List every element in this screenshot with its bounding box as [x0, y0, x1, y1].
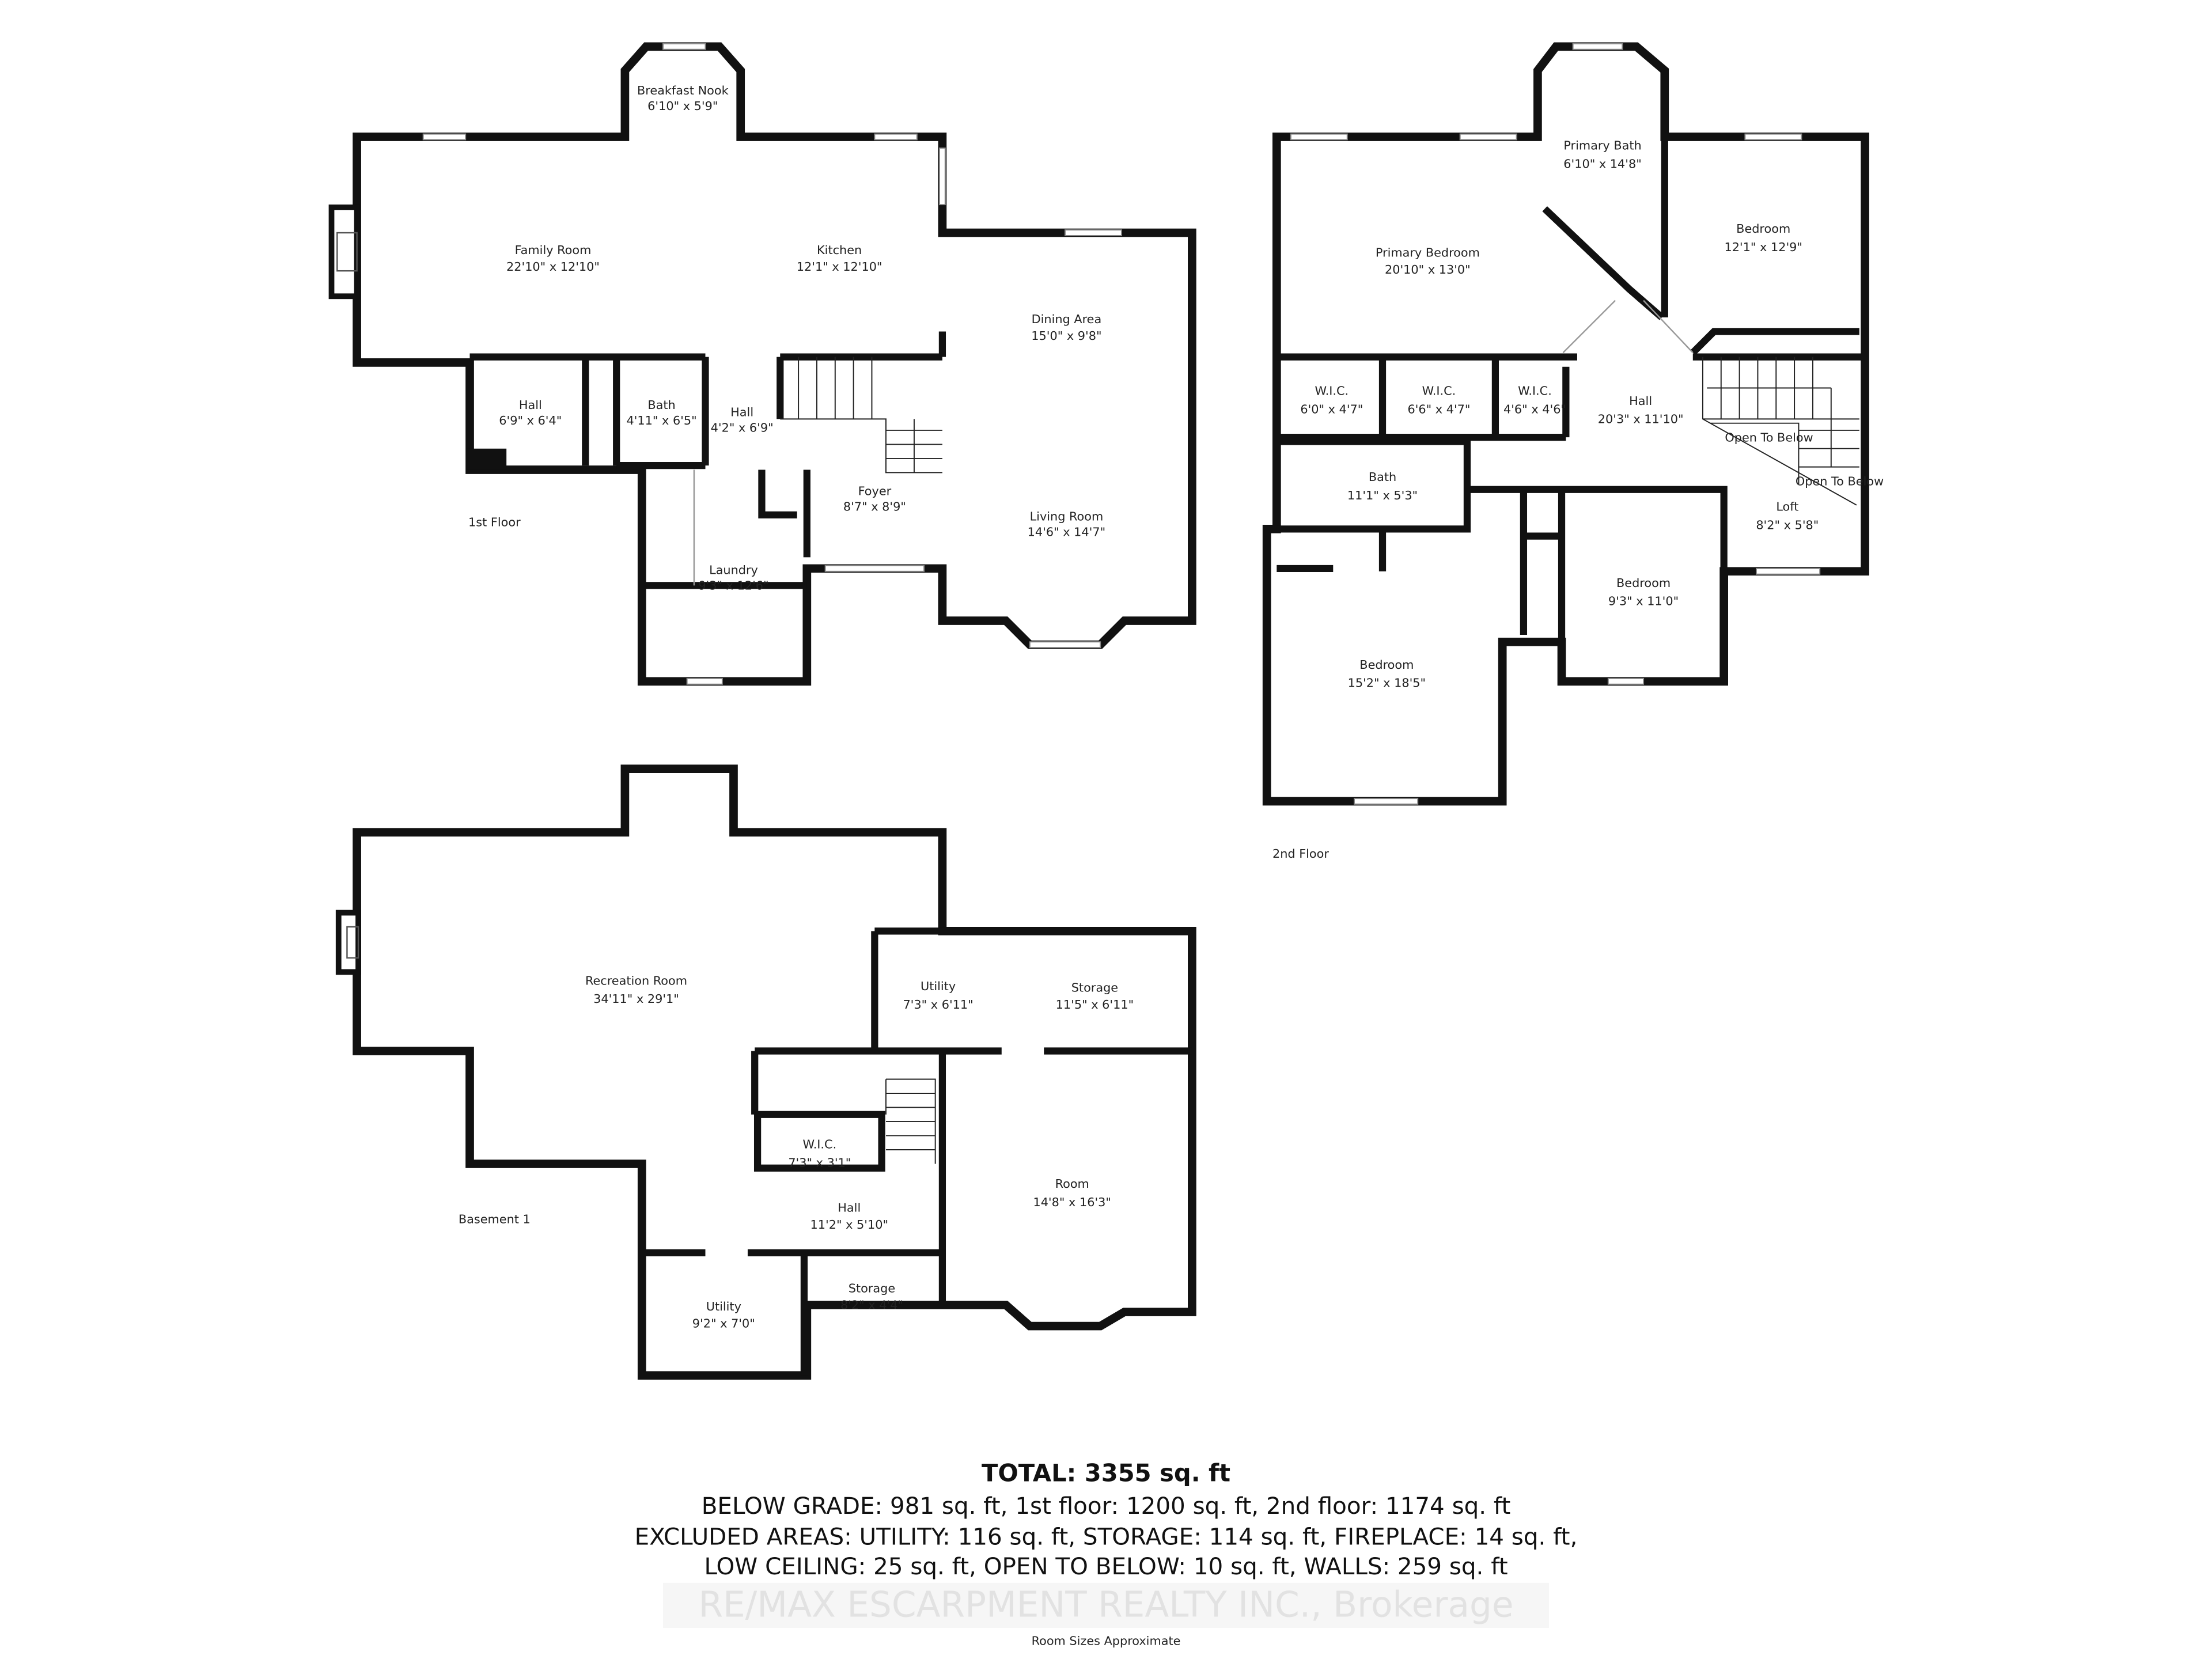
floor-label: Basement 1: [459, 1212, 531, 1226]
room-name: Utility: [921, 979, 956, 993]
room-name: Storage: [849, 1281, 895, 1295]
area-breakdown: BELOW GRADE: 981 sq. ft, 1st floor: 1200…: [702, 1492, 1511, 1520]
room-name: W.I.C.: [803, 1137, 837, 1151]
room-size: 22'10" x 12'10": [506, 260, 600, 274]
room-name: Hall: [1629, 394, 1652, 408]
room-name: Bath: [1369, 470, 1396, 484]
room-name: Hall: [730, 405, 753, 419]
room-size: 4'11" x 6'5": [626, 414, 696, 427]
open-to-below-label: Open To Below: [1725, 431, 1813, 445]
total-area: TOTAL: 3355 sq. ft: [982, 1459, 1230, 1487]
room-name: Bedroom: [1736, 222, 1790, 236]
room-name: Family Room: [515, 243, 592, 257]
room-size: 34'11" x 29'1": [593, 992, 679, 1006]
room-name: Bedroom: [1359, 658, 1414, 672]
room-size: 6'6" x 4'7": [1407, 403, 1470, 416]
room-name: W.I.C.: [1422, 384, 1456, 398]
second-floor-plan: Primary Bath 6'10" x 14'8" Primary Bedro…: [1262, 42, 1884, 861]
room-size: 15'2" x 18'5": [1348, 676, 1426, 690]
open-to-below-label: Open To Below: [1796, 474, 1884, 488]
excluded-areas: EXCLUDED AREAS: UTILITY: 116 sq. ft, STO…: [635, 1523, 1578, 1551]
room-name: Hall: [519, 398, 542, 412]
floor-label: 2nd Floor: [1272, 847, 1329, 861]
room-size: 4'6" x 4'6": [1503, 403, 1566, 416]
room-size: 6'10" x 5'9": [647, 99, 718, 113]
room-name: Primary Bath: [1563, 139, 1641, 153]
room-size: 7'3" x 3'1": [788, 1156, 851, 1169]
first-floor-plan: Breakfast Nook 6'10" x 5'9" Family Room …: [328, 42, 1196, 686]
disclaimer-note: Room Sizes Approximate: [1032, 1634, 1181, 1648]
room-size: 8'2" x 4'4": [840, 1298, 903, 1312]
room-name: Dining Area: [1032, 312, 1102, 326]
room-size: 12'1" x 12'10": [797, 260, 882, 274]
room-name: Living Room: [1030, 510, 1104, 524]
room-name: Primary Bedroom: [1376, 246, 1480, 260]
room-size: 11'5" x 6'11": [1056, 998, 1134, 1012]
room-size: 8'2" x 5'8": [1756, 518, 1819, 532]
room-name: Breakfast Nook: [637, 84, 729, 97]
basement-plan: Recreation Room 34'11" x 29'1" Utility 7…: [335, 764, 1196, 1380]
room-name: Foyer: [858, 484, 892, 498]
room-name: Hall: [838, 1201, 861, 1215]
room-size: 12'1" x 12'9": [1724, 240, 1802, 254]
room-size: 14'8" x 16'3": [1033, 1195, 1111, 1209]
room-size: 6'10" x 14'8": [1563, 157, 1642, 171]
brokerage-watermark: RE/MAX ESCARPMENT REALTY INC., Brokerage: [698, 1585, 1513, 1626]
room-size: 9'3" x 11'0": [1608, 594, 1679, 608]
room-name: Bath: [647, 398, 675, 412]
room-size: 9'2" x 7'0": [692, 1316, 755, 1330]
room-size: 6'9" x 6'4": [499, 414, 562, 427]
room-name: Kitchen: [817, 243, 862, 257]
room-size: 14'6" x 14'7": [1028, 525, 1105, 539]
room-name: W.I.C.: [1518, 384, 1552, 398]
fireplace-icon: [335, 910, 361, 975]
excluded-areas-continued: LOW CEILING: 25 sq. ft, OPEN TO BELOW: 1…: [704, 1552, 1508, 1580]
room-size: 20'3" x 11'10": [1598, 412, 1684, 426]
room-size: 4'2" x 6'9": [711, 421, 774, 434]
room-size: 6'0" x 4'7": [1300, 403, 1363, 416]
room-name: Recreation Room: [585, 974, 687, 987]
room-name: Utility: [706, 1300, 741, 1313]
floor-label: 1st Floor: [468, 515, 521, 529]
room-name: Storage: [1071, 981, 1118, 995]
area-summary: TOTAL: 3355 sq. ft BELOW GRADE: 981 sq. …: [635, 1459, 1578, 1647]
room-name: Room: [1055, 1177, 1089, 1191]
room-name: Laundry: [709, 563, 758, 577]
room-size: 20'10" x 13'0": [1385, 263, 1471, 276]
fireplace-icon: [328, 204, 360, 300]
room-size: 9'3" x 12'6": [698, 579, 768, 593]
room-size: 8'7" x 8'9": [843, 500, 906, 514]
room-size: 11'1" x 5'3": [1347, 488, 1418, 502]
room-name: W.I.C.: [1315, 384, 1349, 398]
room-name: Bedroom: [1616, 576, 1671, 590]
room-size: 15'0" x 9'8": [1031, 329, 1101, 343]
room-size: 11'2" x 5'10": [810, 1218, 889, 1232]
room-size: 7'3" x 6'11": [903, 998, 973, 1012]
room-name: Loft: [1776, 500, 1798, 514]
basement-exterior-wall: [353, 764, 1196, 1380]
